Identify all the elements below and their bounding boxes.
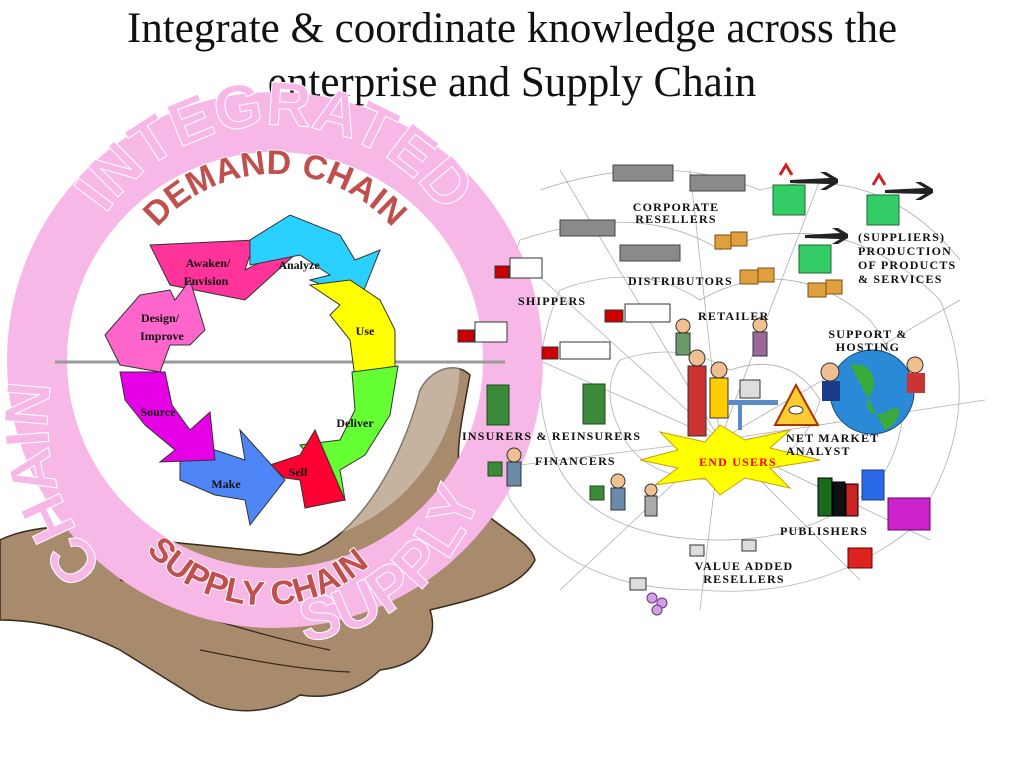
label-support-hosting-1: SUPPORT & xyxy=(828,327,907,341)
globe-icon xyxy=(820,349,925,435)
factory-icon xyxy=(559,164,746,262)
label-shippers: SHIPPERS xyxy=(518,294,586,308)
money-stack-icon xyxy=(486,383,606,501)
label-corporate-resellers-1: CORPORATE xyxy=(633,200,720,214)
label-suppliers-3: OF PRODUCTS xyxy=(858,258,956,272)
supplier-plant-icon xyxy=(772,162,900,274)
label-insurers: INSURERS & REINSURERS xyxy=(462,429,641,443)
label-corporate-resellers-2: RESELLERS xyxy=(635,212,717,226)
arrow-sell xyxy=(269,428,346,509)
label-net-market-1: NET MARKET xyxy=(786,431,879,445)
title-line-1: Integrate & coordinate knowledge across … xyxy=(126,5,898,52)
page-title: Integrate & coordinate knowledge across … xyxy=(0,2,1024,110)
label-awaken-2: Envision xyxy=(184,274,229,288)
label-net-market-2: ANALYST xyxy=(786,444,851,458)
label-design-2: Improve xyxy=(140,329,184,343)
network-people-icon xyxy=(646,592,668,616)
label-design-1: Design/ xyxy=(141,311,180,325)
label-support-hosting-2: HOSTING xyxy=(836,340,900,354)
arrow-source xyxy=(119,371,216,463)
label-source: Source xyxy=(140,405,176,419)
label-suppliers-4: & SERVICES xyxy=(858,272,943,286)
cycle-labels: Awaken/ Envision Analyze Use Deliver Sel… xyxy=(140,256,375,491)
computer-desk-icon xyxy=(629,379,778,591)
web-labels: CORPORATE RESELLERS (SUPPLIERS) PRODUCTI… xyxy=(462,200,956,586)
label-retailer: RETAILER xyxy=(698,309,769,323)
integrated-ring xyxy=(7,92,543,628)
label-suppliers-2: PRODUCTION xyxy=(858,244,952,258)
label-use: Use xyxy=(356,324,375,338)
books-icon xyxy=(817,469,885,517)
pyramid-eye-icon xyxy=(773,382,820,426)
printing-press-icon xyxy=(847,497,931,569)
cycle-arrows xyxy=(104,214,399,527)
label-analyze: Analyze xyxy=(278,258,320,272)
label-deliver: Deliver xyxy=(336,416,374,430)
boxes-icon xyxy=(714,231,843,298)
title-line-2: enterprise and Supply Chain xyxy=(267,59,757,106)
web-icons xyxy=(457,162,933,616)
label-sell: Sell xyxy=(289,465,308,479)
label-value-added-1: VALUE ADDED xyxy=(695,559,794,573)
airplane-icon xyxy=(790,172,933,244)
label-value-added-2: RESELLERS xyxy=(703,572,785,586)
label-financers: FINANCERS xyxy=(535,454,616,468)
label-publishers: PUBLISHERS xyxy=(780,524,868,538)
label-distributors: DISTRIBUTORS xyxy=(628,274,733,288)
person-icon xyxy=(506,317,768,517)
label-awaken-1: Awaken/ xyxy=(186,256,231,270)
label-end-users: END USERS xyxy=(699,455,777,469)
end-users-starburst xyxy=(639,424,821,496)
truck-icon xyxy=(457,257,671,360)
label-make: Make xyxy=(211,477,241,491)
label-suppliers-1: (SUPPLIERS) xyxy=(858,230,945,244)
arrow-design xyxy=(104,278,206,373)
